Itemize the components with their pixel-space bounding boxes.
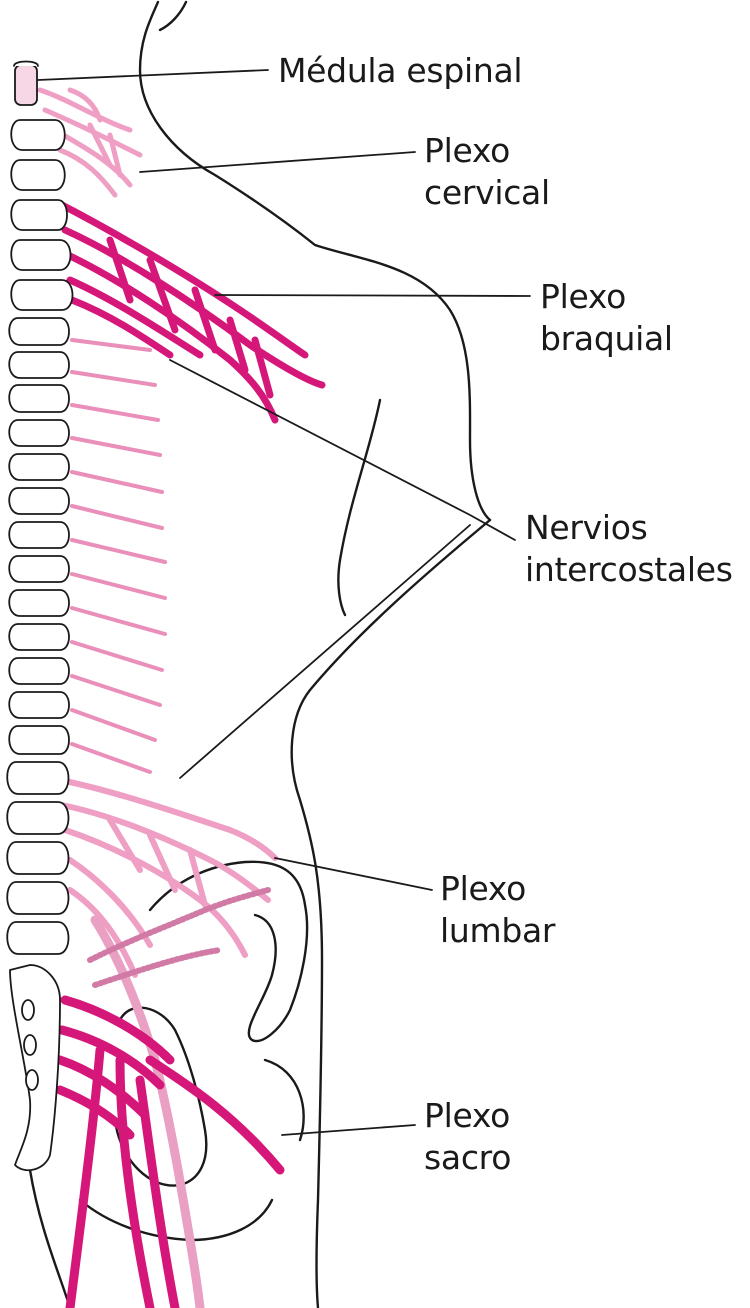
label-plexo-lumbar: Plexo lumbar xyxy=(440,868,555,952)
intercostal-nerves xyxy=(72,340,165,772)
leader-braquial xyxy=(215,295,530,296)
sacral-plexus xyxy=(60,1000,280,1308)
spinal-column xyxy=(7,62,72,1171)
leader-medula xyxy=(38,70,268,80)
label-plexo-sacro: Plexo sacro xyxy=(424,1095,511,1179)
label-plexo-cervical: Plexo cervical xyxy=(424,130,550,214)
leader-cervical xyxy=(140,152,415,172)
leader-intercostales-lower xyxy=(180,525,470,778)
brachial-plexus xyxy=(62,205,322,420)
lumbar-plexus xyxy=(60,780,275,975)
label-nervios-intercostales: Nervios intercostales xyxy=(525,507,733,591)
leader-intercostales-upper xyxy=(170,360,515,540)
label-plexo-braquial: Plexo braquial xyxy=(540,276,673,360)
label-medula-espinal: Médula espinal xyxy=(278,50,522,92)
